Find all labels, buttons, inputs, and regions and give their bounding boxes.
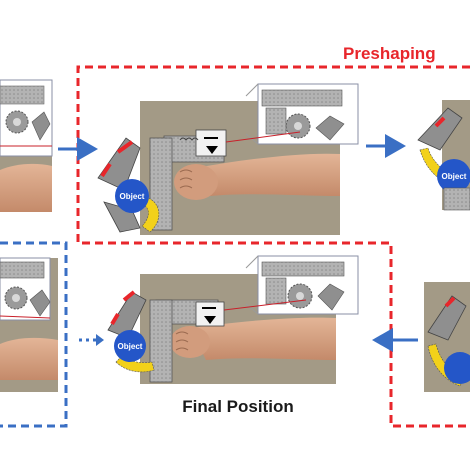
dotted-arrow-left-icon: [78, 334, 104, 346]
photo-top-center: Object: [97, 83, 359, 235]
photo-bottom-left: [0, 257, 58, 392]
preshaping-stage-frame: [76, 65, 470, 428]
preshaping-label: Preshaping: [343, 44, 436, 63]
initial-stage-frame: [0, 241, 68, 428]
object-label-top-center: Object: [120, 192, 145, 201]
photo-bottom-right: [424, 282, 470, 392]
object-label-top-right: Object: [442, 172, 467, 181]
object-ball-icon: [437, 159, 470, 193]
photo-top-left: [0, 79, 53, 212]
small-arrow-icon: [204, 316, 216, 324]
object-ball-icon: [114, 330, 146, 362]
small-arrow-icon: [206, 146, 218, 154]
photo-bottom-center: Object: [107, 255, 359, 384]
object-label-bottom-center: Object: [118, 342, 143, 351]
photo-top-right: Object: [412, 90, 470, 211]
object-ball-icon: [444, 352, 470, 384]
final-position-label: Final Position: [182, 397, 294, 416]
object-ball-icon: [115, 179, 149, 213]
